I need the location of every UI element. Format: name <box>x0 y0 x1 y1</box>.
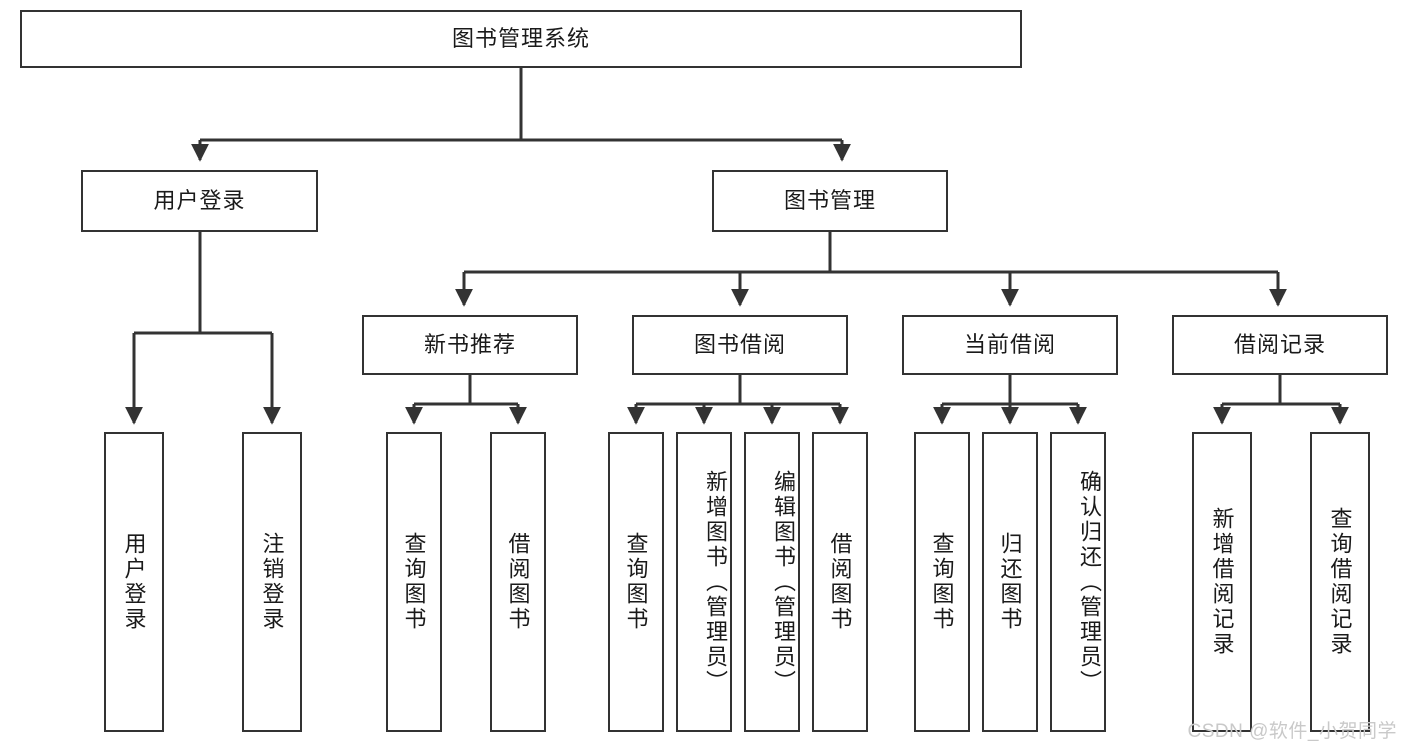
node-label: 图书借阅 <box>693 331 786 357</box>
node-leaf-logout[interactable]: 注销登录 <box>242 432 302 732</box>
node-leaf-add-book-admin[interactable]: 新增图书（管理员） <box>676 432 732 732</box>
node-current-borrow[interactable]: 当前借阅 <box>902 315 1118 375</box>
node-leaf-return-book[interactable]: 归还图书 <box>982 432 1038 732</box>
node-label: 用户登录 <box>153 187 246 213</box>
node-user-login[interactable]: 用户登录 <box>81 170 318 232</box>
node-label: 查询图书 <box>623 532 649 632</box>
node-book-borrow[interactable]: 图书借阅 <box>632 315 848 375</box>
node-label: 借阅图书 <box>827 532 853 632</box>
node-label: 借阅图书 <box>505 532 531 632</box>
node-label: 图书管理系统 <box>451 25 590 51</box>
node-label: 新增借阅记录 <box>1209 507 1235 657</box>
node-new-book-recommend[interactable]: 新书推荐 <box>362 315 578 375</box>
node-label: 确认归还（管理员） <box>1077 469 1102 695</box>
node-label: 用户登录 <box>121 532 147 632</box>
node-label: 图书管理 <box>783 187 876 213</box>
node-book-management[interactable]: 图书管理 <box>712 170 948 232</box>
node-leaf-query-book-borrow[interactable]: 查询图书 <box>608 432 664 732</box>
node-label: 编辑图书（管理员） <box>771 469 796 695</box>
node-leaf-borrow-book[interactable]: 借阅图书 <box>812 432 868 732</box>
node-leaf-query-borrow-record[interactable]: 查询借阅记录 <box>1310 432 1370 732</box>
node-leaf-query-book-recommend[interactable]: 查询图书 <box>386 432 442 732</box>
node-leaf-confirm-return-admin[interactable]: 确认归还（管理员） <box>1050 432 1106 732</box>
node-label: 归还图书 <box>997 532 1023 632</box>
node-leaf-user-login[interactable]: 用户登录 <box>104 432 164 732</box>
node-label: 新增图书（管理员） <box>703 469 728 695</box>
node-root-book-management-system[interactable]: 图书管理系统 <box>20 10 1022 68</box>
node-label: 当前借阅 <box>963 331 1056 357</box>
node-label: 查询图书 <box>401 532 427 632</box>
node-leaf-add-borrow-record[interactable]: 新增借阅记录 <box>1192 432 1252 732</box>
node-leaf-edit-book-admin[interactable]: 编辑图书（管理员） <box>744 432 800 732</box>
node-borrow-record[interactable]: 借阅记录 <box>1172 315 1388 375</box>
node-label: 新书推荐 <box>423 331 516 357</box>
node-leaf-borrow-book-recommend[interactable]: 借阅图书 <box>490 432 546 732</box>
csdn-watermark: CSDN @软件_小贺同学 <box>1187 721 1397 742</box>
node-leaf-query-book-current[interactable]: 查询图书 <box>914 432 970 732</box>
node-label: 查询图书 <box>929 532 955 632</box>
node-label: 注销登录 <box>259 532 285 632</box>
node-label: 借阅记录 <box>1233 331 1326 357</box>
node-label: 查询借阅记录 <box>1327 507 1353 657</box>
